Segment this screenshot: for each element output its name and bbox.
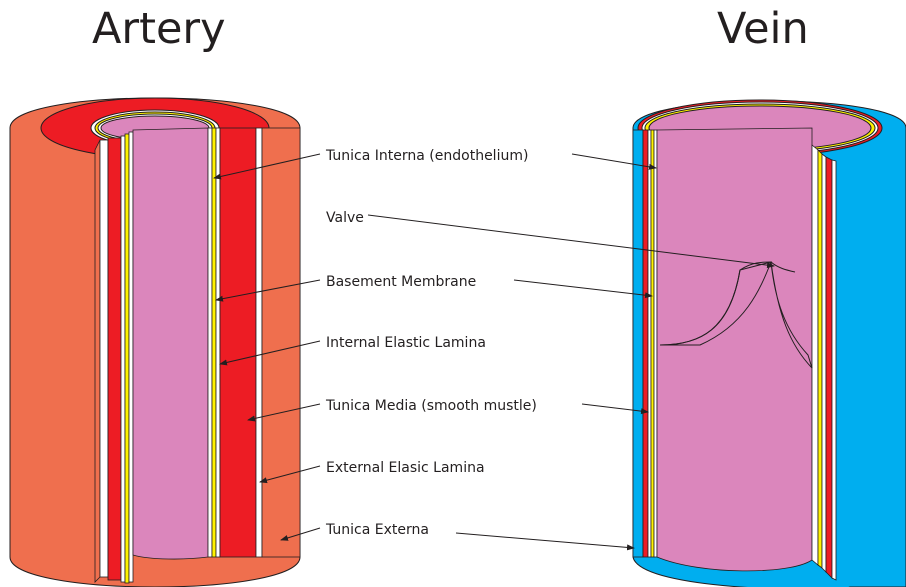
vein-cutaway-left <box>633 130 657 557</box>
label-internal-elastic-lamina: Internal Elastic Lamina <box>326 335 486 351</box>
vein-lumen <box>657 128 812 571</box>
label-external-elastic-lamina: External Elasic Lamina <box>326 460 485 476</box>
label-valve: Valve <box>326 210 364 226</box>
label-tunica-externa: Tunica Externa <box>325 522 429 538</box>
pointer-externa-vein <box>456 533 634 548</box>
artery-cutaway <box>95 128 300 583</box>
label-tunica-interna: Tunica Interna (endothelium) <box>325 148 528 164</box>
labels: Tunica Interna (endothelium) Valve Basem… <box>325 148 537 538</box>
vein-cutaway-right <box>812 145 836 580</box>
label-tunica-media: Tunica Media (smooth mustle) <box>325 398 537 414</box>
vein-illustration <box>633 100 906 587</box>
artery-lumen <box>133 128 208 559</box>
pointer-basement-vein <box>514 280 652 296</box>
artery-illustration <box>10 98 300 587</box>
label-basement-membrane: Basement Membrane <box>326 274 476 290</box>
